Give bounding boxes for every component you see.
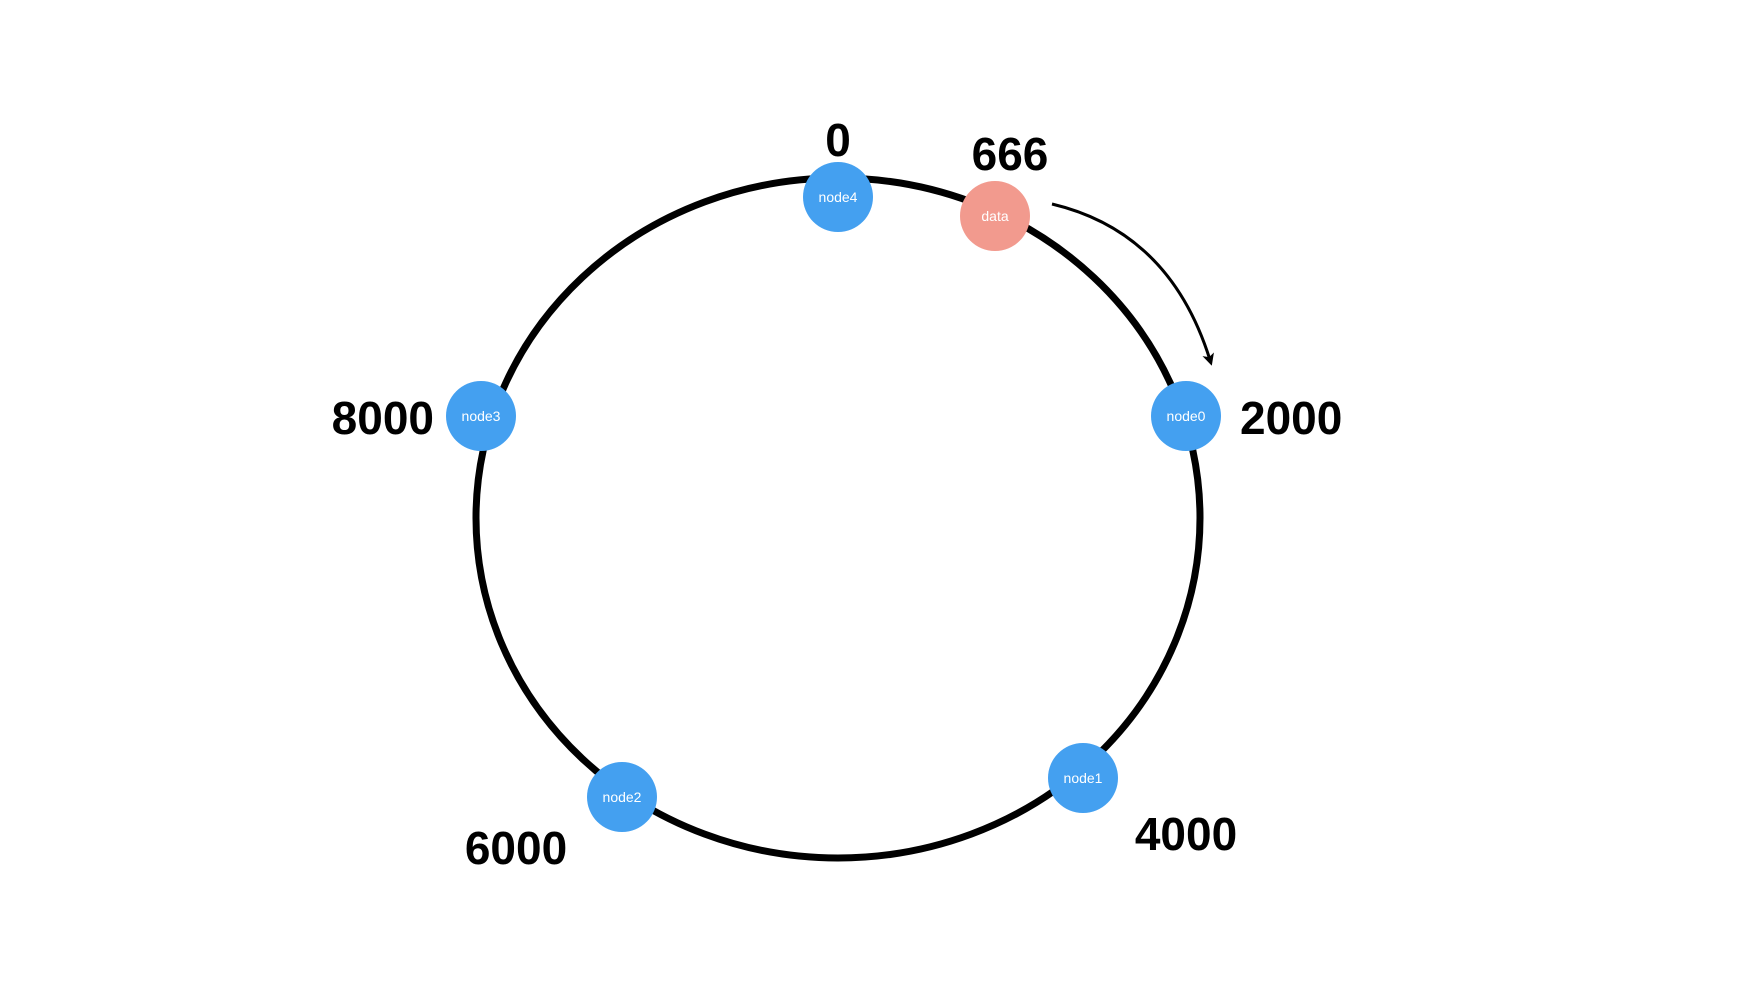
data-item-position-label: 666	[972, 128, 1049, 180]
node-node3: node3 8000	[332, 381, 516, 451]
node-node0: node0 2000	[1151, 381, 1342, 451]
node-node1-circle	[1048, 743, 1118, 813]
node-node4-label: node4	[819, 189, 858, 205]
node-node0-label: node0	[1167, 408, 1206, 424]
node-node2-position-label: 6000	[465, 822, 567, 874]
assignment-arrow	[1051, 202, 1214, 366]
node-node0-circle	[1151, 381, 1221, 451]
node-node3-position-label: 8000	[332, 392, 434, 444]
data-item: data 666	[960, 128, 1048, 251]
node-node4-circle	[803, 162, 873, 232]
node-node2-circle	[587, 762, 657, 832]
data-item-circle	[960, 181, 1030, 251]
node-node1-position-label: 4000	[1135, 808, 1237, 860]
node-node3-label: node3	[462, 408, 501, 424]
node-node1: node1 4000	[1048, 743, 1237, 860]
node-node4-position-label: 0	[825, 114, 851, 166]
node-node4: node4 0	[803, 114, 873, 232]
node-node3-circle	[446, 381, 516, 451]
node-node2: node2 6000	[465, 762, 657, 874]
data-item-label: data	[981, 208, 1008, 224]
node-node0-position-label: 2000	[1240, 392, 1342, 444]
node-node1-label: node1	[1064, 770, 1103, 786]
node-node2-label: node2	[603, 789, 642, 805]
